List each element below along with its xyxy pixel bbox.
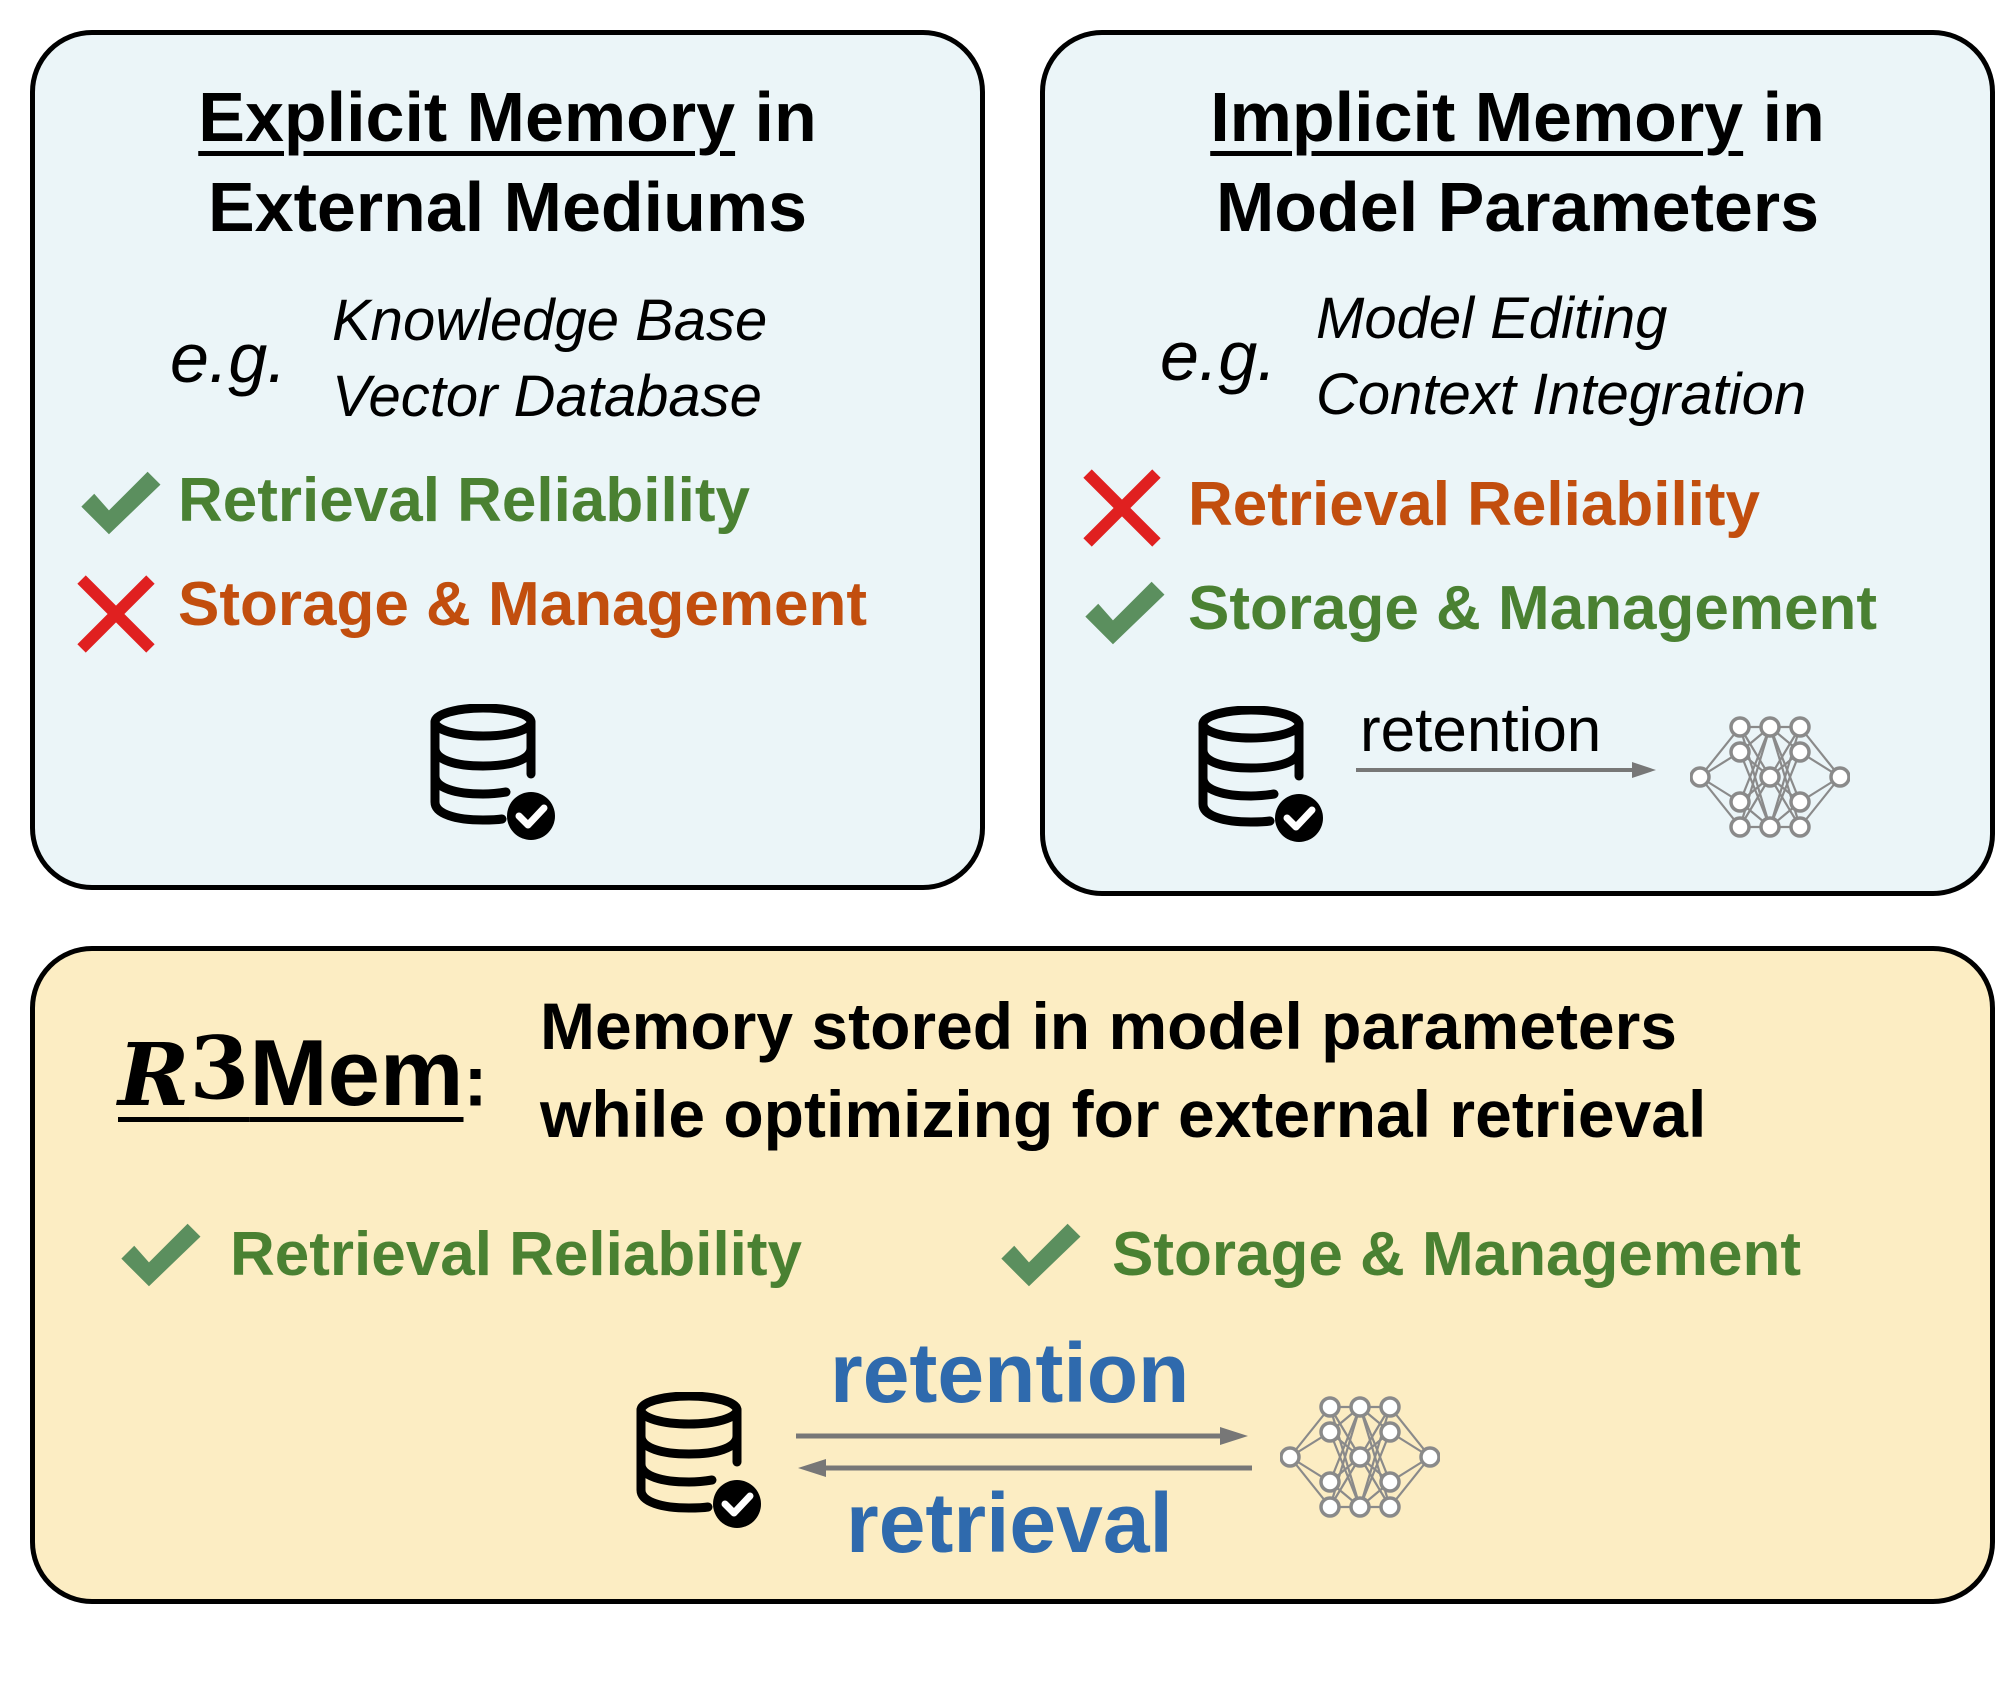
implicit-prop-retrieval: Retrieval Reliability	[1188, 470, 1761, 539]
r3mem-colon: :	[463, 1041, 488, 1122]
implicit-prop-storage: Storage & Management	[1188, 574, 1878, 643]
r3mem-prop-storage: Storage & Management	[1112, 1220, 1802, 1289]
cross-icon	[74, 572, 158, 656]
check-icon	[1078, 576, 1170, 650]
implicit-title: Implicit Memory in Model Parameters	[1040, 72, 1995, 252]
r3mem-name-rest: Mem	[249, 1020, 464, 1126]
r3mem-desc-line2: while optimizing for external retrieval	[540, 1077, 1707, 1151]
r3mem-desc-line1: Memory stored in model parameters	[540, 989, 1678, 1063]
explicit-prop-retrieval: Retrieval Reliability	[178, 466, 751, 535]
r3mem-backward-label: retrieval	[846, 1476, 1173, 1570]
check-icon	[114, 1218, 206, 1292]
database-check-icon	[634, 1392, 764, 1532]
neural-network-icon	[1690, 712, 1850, 842]
explicit-title-underlined: Explicit Memory	[198, 78, 736, 156]
database-check-icon	[428, 704, 558, 844]
r3mem-panel	[30, 946, 1995, 1604]
explicit-title-rest: in	[735, 78, 817, 156]
implicit-eg: e.g.	[1160, 317, 1277, 395]
explicit-prop-storage: Storage & Management	[178, 570, 868, 639]
explicit-eg: e.g.	[170, 319, 287, 397]
explicit-example-0: Knowledge Base	[332, 288, 768, 353]
implicit-title-rest: in	[1743, 78, 1825, 156]
explicit-title: Explicit Memory in External Mediums	[30, 72, 985, 252]
check-icon	[74, 466, 166, 540]
neural-network-icon	[1280, 1392, 1440, 1522]
retention-arrow	[1356, 762, 1656, 778]
r3mem-name-sup: 3	[189, 1019, 250, 1120]
cross-icon	[1080, 466, 1164, 550]
r3mem-name: R3Mem:	[118, 1010, 487, 1161]
explicit-example-1: Vector Database	[332, 364, 762, 429]
implicit-example-0: Model Editing	[1316, 286, 1668, 351]
r3mem-forward-label: retention	[830, 1326, 1190, 1420]
check-icon	[994, 1218, 1086, 1292]
implicit-title-underlined: Implicit Memory	[1210, 78, 1744, 156]
r3mem-name-letter: R	[118, 1025, 190, 1127]
explicit-title-line2: External Mediums	[207, 168, 808, 246]
implicit-example-1: Context Integration	[1316, 362, 1807, 427]
r3mem-prop-retrieval: Retrieval Reliability	[230, 1220, 803, 1289]
implicit-arrow-label: retention	[1360, 696, 1602, 765]
retention-arrow	[796, 1427, 1252, 1477]
explicit-memory-panel	[30, 30, 985, 890]
database-check-icon	[1196, 706, 1326, 846]
implicit-title-line2: Model Parameters	[1215, 168, 1820, 246]
